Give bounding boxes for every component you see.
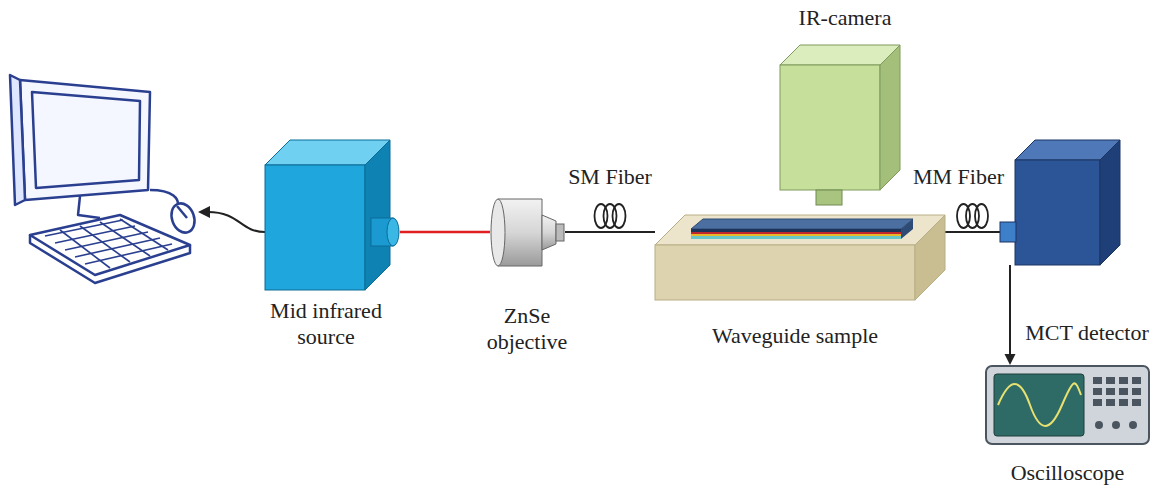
oscilloscope-drawing — [985, 365, 1150, 445]
connector — [565, 204, 655, 232]
device-label: Waveguide sample — [675, 323, 915, 349]
connector — [1005, 265, 1016, 365]
fiber-label: MM Fiber — [911, 164, 1006, 190]
device-label: Oscilloscope — [985, 460, 1150, 486]
objective-lens-drawing — [490, 195, 565, 270]
connector — [400, 232, 490, 233]
ir-camera: IR-camera — [780, 45, 900, 205]
fiber-label: SM Fiber — [566, 164, 654, 190]
device-label: MCT detector — [1022, 320, 1152, 346]
connector — [945, 204, 1000, 232]
device-label: Mid infrared source — [251, 298, 401, 350]
objective-lens: ZnSe objective — [490, 195, 565, 270]
computer — [10, 75, 198, 283]
control-link — [198, 206, 265, 232]
mct-detector: MCT detector — [1000, 140, 1120, 265]
waveguide-stage: Waveguide sample — [655, 205, 945, 300]
device-label: IR-camera — [775, 5, 915, 31]
waveguide-stage-drawing — [655, 205, 945, 300]
laser-source: Mid infrared source — [265, 140, 400, 290]
mct-detector-drawing — [1000, 140, 1120, 265]
ir-camera-drawing — [780, 45, 900, 205]
device-label: ZnSe objective — [472, 303, 582, 355]
laser-source-drawing — [265, 140, 400, 290]
oscilloscope: Oscilloscope — [985, 365, 1150, 445]
